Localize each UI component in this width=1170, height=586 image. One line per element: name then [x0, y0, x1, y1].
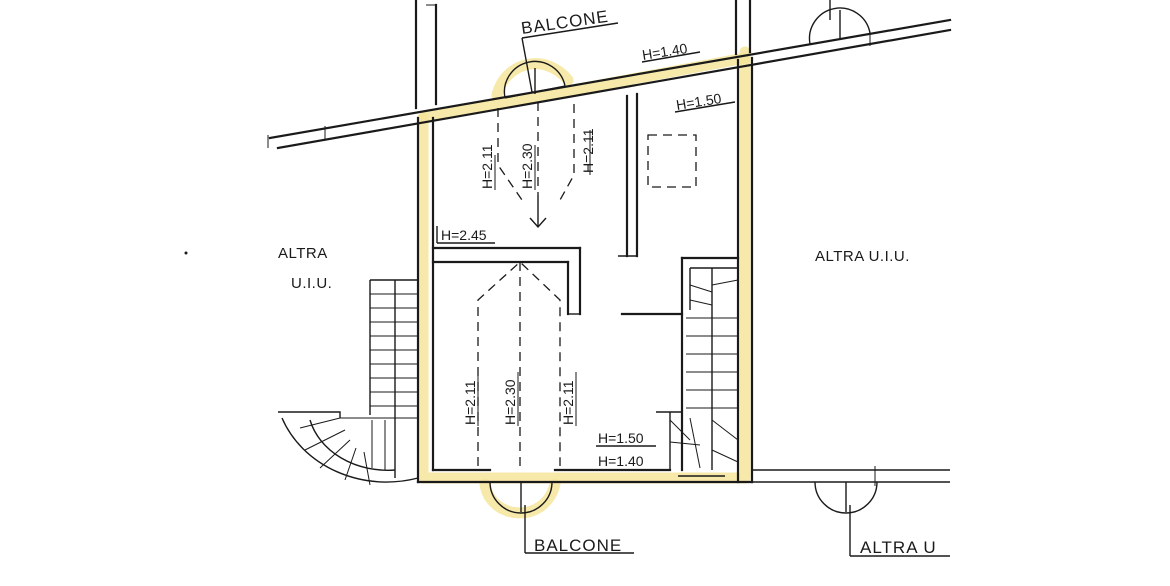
- upper-roof-pitch-lines: [497, 102, 575, 229]
- unit-highlight: [417, 46, 751, 519]
- stray-dot: [184, 251, 188, 255]
- height-label: H=2.11: [479, 144, 495, 189]
- height-label: H=2.30: [519, 143, 535, 189]
- height-label: H=1.40: [598, 453, 644, 469]
- height-label: H=2.11: [462, 380, 478, 425]
- balcone-bottom-label: BALCONE: [534, 536, 622, 555]
- altra-left-label-2: U.I.U.: [291, 275, 332, 292]
- upper-exterior-wall: [267, 18, 952, 150]
- altra-right-label: ALTRA U.I.U.: [815, 248, 910, 265]
- height-label: H=1.50: [598, 430, 644, 446]
- leader-lines: [436, 22, 950, 557]
- internal-staircase: [669, 267, 739, 470]
- party-walls-top: [414, 0, 752, 110]
- lower-exterior-wall: [489, 466, 950, 514]
- external-staircase: [278, 279, 419, 486]
- lower-roof-pitch-lines: [477, 261, 561, 466]
- interior-walls: [431, 92, 740, 472]
- height-label: H=2.30: [502, 379, 518, 425]
- height-label: H=2.11: [560, 380, 576, 425]
- height-label: H=1.40: [641, 40, 689, 63]
- height-label: H=2.45: [441, 227, 487, 243]
- height-label: H=2.11: [580, 128, 596, 173]
- altra-left-label-1: ALTRA: [278, 245, 328, 262]
- balcone-top-label: BALCONE: [520, 7, 610, 38]
- skylight: [647, 134, 697, 188]
- height-label: H=1.50: [675, 90, 723, 113]
- balcony-door-top: [503, 0, 871, 99]
- altra-bottom-right-label: ALTRA U: [860, 538, 937, 557]
